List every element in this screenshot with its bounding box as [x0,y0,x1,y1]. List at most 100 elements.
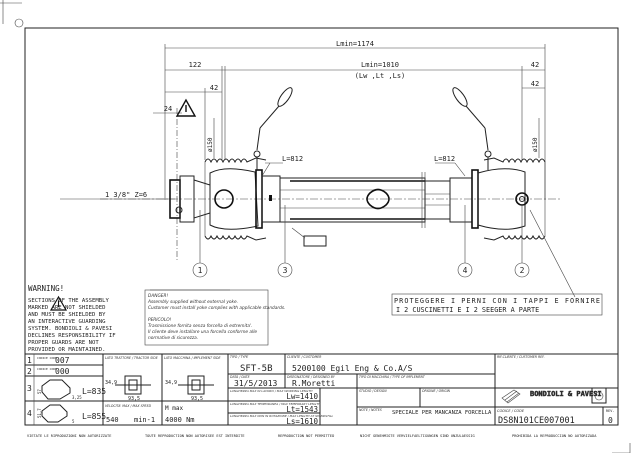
implement-side-label: LATO MACCHINA / IMPLEMENT SIDE [164,356,221,360]
svg-text:PROVIDED OR MAINTAINED.: PROVIDED OR MAINTAINED. [28,347,105,353]
lw-label: LUNGHEZZA MAX IN LAVORO / MAX WORKING LE… [230,389,313,393]
component-1-label: CODICE CODE [37,356,57,360]
component-2-label: CODICE CODE [37,367,57,371]
danger-box [144,289,269,346]
svg-text:PROPER GUARDS ARE NOT: PROPER GUARDS ARE NOT [28,340,99,346]
component-3-profile-b: 3,25 [72,395,82,400]
dim-left-24: 24 [164,105,172,113]
component-4-profile-a: 51,7 [37,408,42,418]
svg-text:SYSTEM. BONDIOLI & PAVESI: SYSTEM. BONDIOLI & PAVESI [28,326,112,332]
dim-dia-left: ø150 [207,137,214,152]
guard-left-length: L=812 [282,155,303,163]
tractor-side-dim-w: 93,5 [128,396,140,402]
notes-label: NOTE / NOTES [359,408,382,412]
safety-chain-left [253,87,293,170]
component-2-num: 2 [27,367,32,376]
warning-triangle-icon [175,98,197,117]
customer-value: 5200100 Egil Eng & Co.A/S [292,364,413,373]
danger-text: DANGER! Assembly supplied without extern… [147,293,286,341]
punch-hole [14,18,24,28]
svg-text:3: 3 [283,266,288,275]
note-line-2: I 2 CUSCINETTI E I 2 SEEGER A PARTE [396,306,539,314]
svg-text:Trasmissione fornita senza for: Trasmissione fornita senza forcella di e… [148,323,253,329]
customer-label: CLIENTE / CUSTOMER [287,355,321,359]
origin-label: ORIGINE / ORIGIN [422,389,451,393]
dim-lmin-inner: Lmin=1010 [361,61,399,69]
code-value: DS8N101CE007001 [498,416,575,426]
note-leader [529,209,576,298]
dim-right-42-bottom: 42 [531,80,539,88]
component-4-num: 4 [27,409,32,418]
outer-tube [279,177,426,223]
lt-label: LUNGHEZZA MAX TEMPORANEA / MAX TEMPORARY… [230,402,321,406]
pto-shaft [100,162,560,247]
svg-text:AN INTERACTIVE GUARDING: AN INTERACTIVE GUARDING [28,319,106,325]
study-label: STUDIO / DESIGN [359,389,387,393]
bondioli-pavesi-logo: BONDIOLI & PAVESI [501,387,607,404]
torque-label: M max [165,405,183,412]
ls-label: LUNGHEZZA MAX NON IN ROTAZIONE / MAX LEN… [230,414,333,418]
dim-left-offset: 122 [189,61,202,69]
lw-value: Lw=1410 [286,392,318,401]
tube-profile-section [366,188,390,210]
cross-joint-implement-icon [178,375,214,395]
svg-text:Customer must install yoke com: Customer must install yoke complies with… [148,305,286,311]
footer-de: NICHT GENEHMIGTE VERVIELFAELTIGUNGEN SIN… [360,434,475,438]
svg-text:MARKED ARE NOT SHIELDED: MARKED ARE NOT SHIELDED [28,305,106,311]
ls-value: Ls=1610 [286,417,318,426]
drawing-frame [24,27,619,426]
spline-spec: 1 3/8" Z=6 [105,191,147,199]
type-value: SFT-5B [240,364,273,374]
rev-label: REV. [606,409,614,413]
callout-3: 3 [277,205,293,278]
svg-text:2: 2 [520,266,525,275]
customer-ref-label: RIF.CLIENTE / CUSTOMER REF. [497,355,545,359]
footer-en: REPRODUCTION NOT PERMITTED [278,434,334,438]
svg-text:DANGER!: DANGER! [148,293,168,299]
svg-text:Il cliente deve installare una: Il cliente deve installare una forcella … [148,329,257,335]
tractor-side-label: LATO TRATTORE / TRACTOR SIDE [105,356,158,360]
svg-text:1: 1 [198,266,203,275]
implement-side-dim-h: 34,9 [165,380,177,386]
dim-right-42-top: 42 [531,61,539,69]
note-box [391,293,603,316]
svg-text:SECTIONS OF THE ASSEMBLY: SECTIONS OF THE ASSEMBLY [28,298,109,304]
warning-title: WARNING! [28,284,64,293]
cross-joint-tractor-icon [115,375,151,395]
speed-unit: min-1 [134,416,155,424]
speed-value: 540 [106,416,119,424]
tube-profile-3-icon [41,379,71,400]
inner-tube [424,180,451,220]
rev-value: 0 [608,416,613,425]
footer-it: VIETATE LE RIPRODUZIONI NON AUTORIZZATE [27,434,111,438]
note-line-1: PROTEGGERE I PERNI CON I TAPPI E FORNIRE [394,297,600,305]
guard-right-length: L=812 [434,155,455,163]
svg-text:PERICOLO!: PERICOLO! [148,317,172,323]
date-value: 31/5/2013 [234,379,278,388]
callout-1: 1 [192,210,208,278]
dim-lmin-total: Lmin=1174 [336,40,374,48]
svg-text:4: 4 [463,266,468,275]
component-4-length: L=855 [82,412,106,421]
corner-mark [0,0,22,24]
component-3-num: 3 [27,384,32,393]
callout-4: 4 [457,205,473,278]
yoke-left [209,168,259,230]
implement-side-dim-w: 93,5 [191,396,203,402]
speed-label: VELOCITA' MAX / MAX SPEED [105,404,152,408]
date-label: DATA / DATE [230,375,250,379]
tube-profile-4-icon [41,404,68,423]
title-block-grid [25,353,618,425]
warning-text: SECTIONS OF THE ASSEMBLY MARKED ARE NOT … [28,298,116,353]
safety-chain-right [452,87,492,170]
dimension-lines [60,44,546,260]
tractor-label-icon [303,235,327,247]
component-4-profile-b: 5 [72,419,75,424]
component-2-code: 000 [55,367,70,376]
footer-fr: TOUTE REPRODUCTION NON AUTORISEE EST INT… [145,434,245,438]
dim-lmin-inner-sub: (Lw ,Lt ,Ls) [355,72,406,80]
torque-value: 4000 Nm [165,416,195,424]
lt-value: Lt=1543 [286,405,318,414]
svg-text:BONDIOLI & PAVESI: BONDIOLI & PAVESI [530,390,602,398]
